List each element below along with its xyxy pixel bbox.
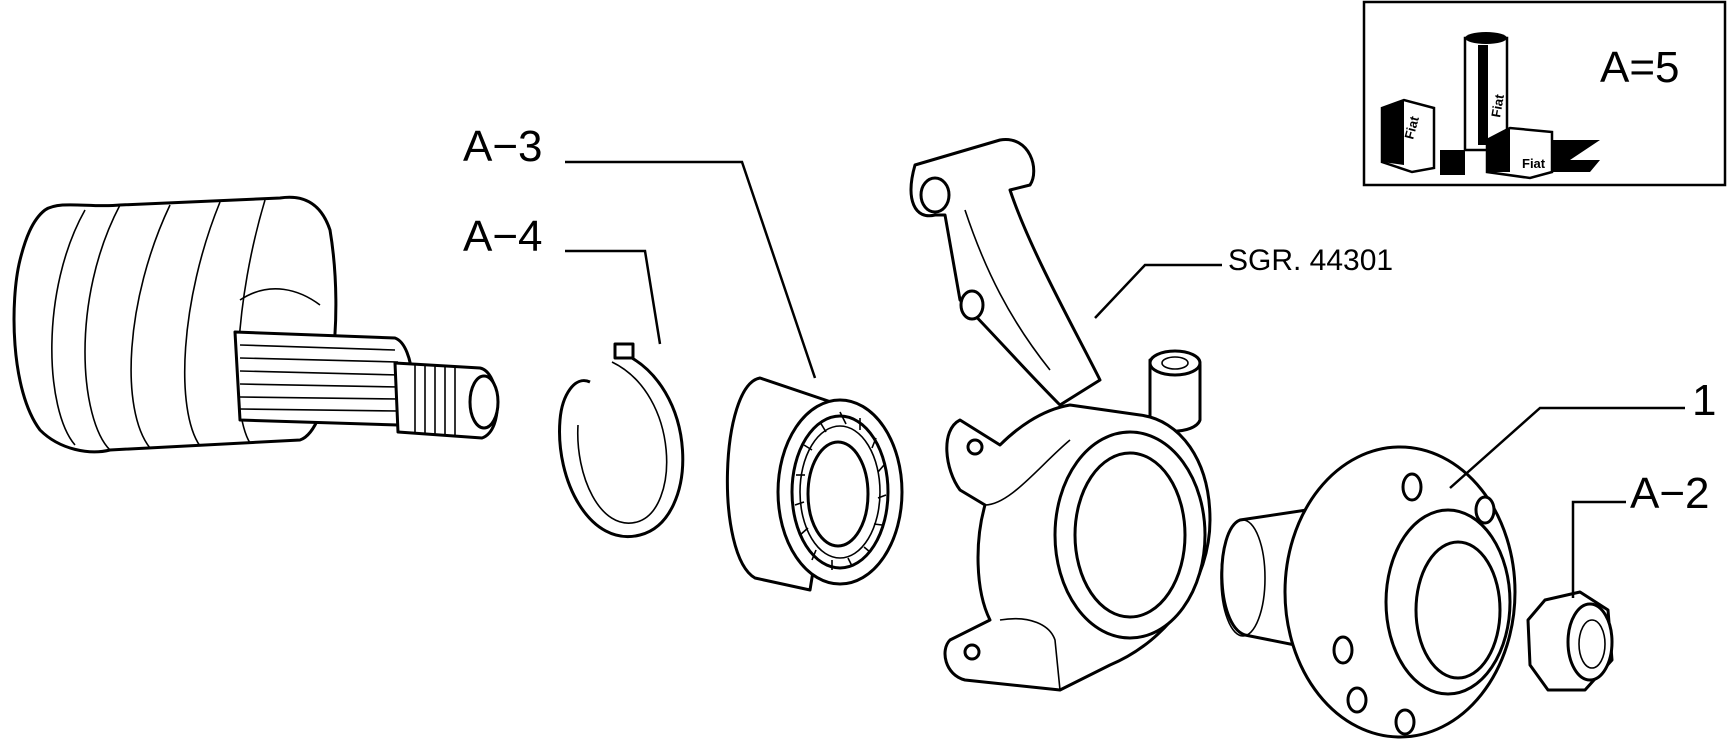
brand-text-box: Fiat	[1522, 156, 1546, 171]
callout-1: 1	[1692, 376, 1716, 425]
callout-a2: A−2	[1630, 469, 1710, 518]
cv-joint-icon	[12, 195, 500, 454]
callout-sgr: SGR. 44301	[1228, 244, 1393, 277]
brand-text: Fiat	[1401, 114, 1422, 141]
hub-nut-icon	[1526, 590, 1614, 692]
brand-text-can: Fiat	[1488, 92, 1507, 118]
inset-box: Fiat Fiat Fiat A=5	[1362, 0, 1727, 187]
callout-a4: A−4	[463, 212, 543, 261]
wheel-bearing-icon	[725, 376, 904, 592]
steering-knuckle-icon	[909, 138, 1212, 692]
fiat-product-cans-icon: Fiat Fiat Fiat	[1380, 32, 1600, 180]
inset-label: A=5	[1600, 43, 1680, 92]
callout-a3: A−3	[463, 122, 543, 171]
snap-ring-icon	[558, 342, 685, 539]
leader-lines	[565, 160, 1685, 598]
wheel-hub-icon	[1220, 445, 1517, 739]
